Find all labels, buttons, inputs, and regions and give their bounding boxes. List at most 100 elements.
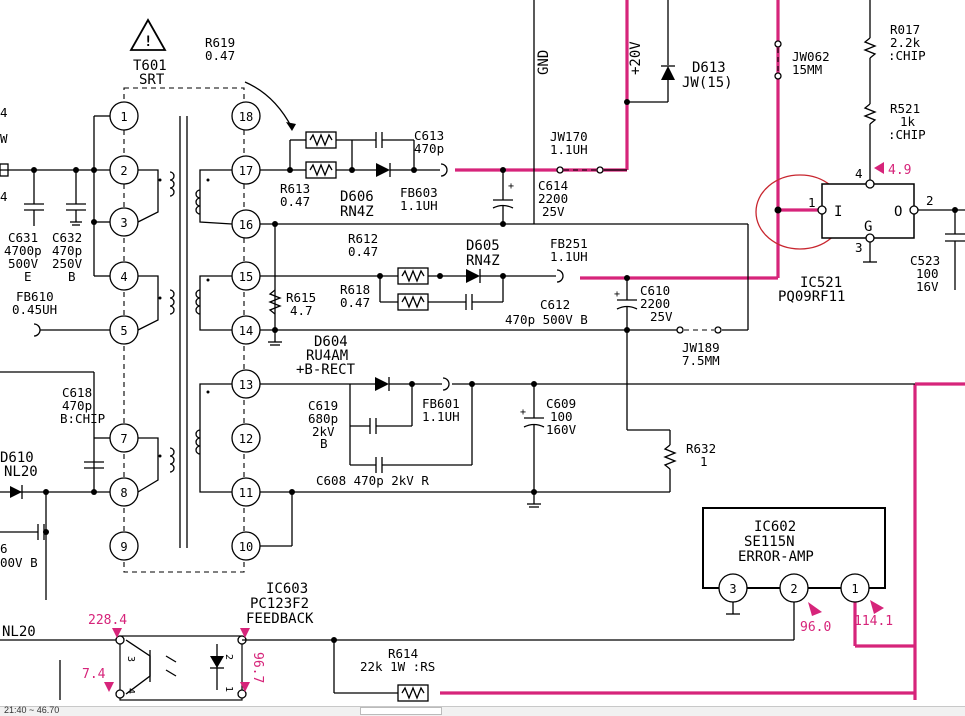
ic602-pin-3: 3 <box>729 582 736 596</box>
ic602-val: SE115N <box>744 534 795 550</box>
c619-t: B <box>320 436 328 451</box>
voltage-annotations: 4.9 228.4 7.4 96.7 96.0 114.1 <box>82 162 911 692</box>
pin-label: 16 <box>239 218 253 232</box>
c631-v: 500V <box>8 256 39 271</box>
pin-label: 13 <box>239 378 253 392</box>
pin-label: 8 <box>120 486 127 500</box>
pin-label: 3 <box>120 216 127 230</box>
r612-val: 0.47 <box>348 244 378 259</box>
c614-ref: C614 <box>538 178 568 193</box>
ic603-pin-3: 3 <box>125 656 136 662</box>
c613-ref: C613 <box>414 128 444 143</box>
fb601-val: 1.1UH <box>422 409 460 424</box>
left-w: W <box>0 131 8 146</box>
d605-val: RN4Z <box>466 253 500 269</box>
ic521-pin-i: I <box>834 204 842 220</box>
status-text: 21:40 ~ 46.70 <box>4 705 60 715</box>
r619-val: 0.47 <box>205 48 235 63</box>
c619-ref: C619 <box>308 398 338 413</box>
r521-val: 1k <box>900 114 916 129</box>
c610-val: 2200 <box>640 296 670 311</box>
ic521-ref: IC521 <box>800 275 842 291</box>
gnd-label: GND <box>536 50 552 75</box>
fb610-val: 0.45UH <box>12 302 57 317</box>
pin-label: 1 <box>120 110 127 124</box>
r615-val: 4.7 <box>290 303 313 318</box>
c631-val: 4700p <box>4 243 42 258</box>
c523-val: 100 <box>916 266 939 281</box>
r619-ref: R619 <box>205 35 235 50</box>
voltage-ic603-pin4: 7.4 <box>82 667 106 682</box>
r521-ref: R521 <box>890 101 920 116</box>
left-6: 6 <box>0 541 8 556</box>
ic602-ref: IC602 <box>754 519 796 535</box>
c609-ref: C609 <box>546 396 576 411</box>
r521-type: :CHIP <box>888 127 926 142</box>
c612-ref: C612 <box>540 297 570 312</box>
v20-label: +20V <box>628 41 644 75</box>
ic603-pin-2: 2 <box>223 654 234 660</box>
r613-ref: R613 <box>280 181 310 196</box>
ic521-pin-1: 1 <box>808 195 816 210</box>
d604-val: RU4AM <box>306 348 348 364</box>
ic521-pin-g: G <box>864 219 872 235</box>
transformer-pins-right: 18 17 16 15 14 13 12 11 10 <box>231 101 261 561</box>
ic603-ref: IC603 <box>266 581 308 597</box>
ic603-pin-1: 1 <box>223 686 234 692</box>
c610-ref: C610 <box>640 283 670 298</box>
c632-t: B <box>68 269 76 284</box>
c614-v: 25V <box>542 204 565 219</box>
d610-val: NL20 <box>4 464 38 480</box>
d613-val: JW(15) <box>682 75 733 91</box>
fb251-ref: FB251 <box>550 236 588 251</box>
left-4: 4 <box>0 189 8 204</box>
r612-ref: R612 <box>348 231 378 246</box>
nl20-label: NL20 <box>2 624 36 640</box>
jw170-ref: JW170 <box>550 129 588 144</box>
r618-ref: R618 <box>340 282 370 297</box>
d613-ref: D613 <box>692 60 726 76</box>
pin-label: 10 <box>239 540 253 554</box>
c618-val: 470p <box>62 398 92 413</box>
t601-type: SRT <box>139 72 165 88</box>
pin-label: 12 <box>239 432 253 446</box>
jw062-val: 15MM <box>792 62 822 77</box>
jw189-ref: JW189 <box>682 340 720 355</box>
fb601-ref: FB601 <box>422 396 460 411</box>
ic603-desc: FEEDBACK <box>246 611 314 627</box>
r614-val: 22k 1W :RS <box>360 659 435 674</box>
transformer-t601: ! T601 SRT <box>123 18 245 573</box>
pin-label: 4 <box>120 270 127 284</box>
c619-v: 2kV <box>312 424 335 439</box>
c523-ref: C523 <box>910 253 940 268</box>
c612-line: 470p 500V B <box>505 312 588 327</box>
jw170-val: 1.1UH <box>550 142 588 157</box>
ic521-pin-o: O <box>894 204 902 220</box>
d604-ref: D604 <box>314 334 348 350</box>
pin-label: 5 <box>120 324 127 338</box>
pin-label: 18 <box>239 110 253 124</box>
r632-val: 1 <box>700 454 708 469</box>
ic521-val: PQ09RF11 <box>778 289 845 305</box>
c632-v: 250V <box>52 256 83 271</box>
d606-ref: D606 <box>340 189 374 205</box>
d605-ref: D605 <box>466 238 500 254</box>
fb610-ref: FB610 <box>16 289 54 304</box>
c609-v: 160V <box>546 422 577 437</box>
left-00v: 00V B <box>0 555 38 570</box>
c618-type: B:CHIP <box>60 411 105 426</box>
c631-ref: C631 <box>8 230 38 245</box>
d604-desc: +B-RECT <box>296 362 356 378</box>
pin-label: 11 <box>239 486 253 500</box>
voltage-ic602-pin2: 96.0 <box>800 620 831 635</box>
r017-type: :CHIP <box>888 48 926 63</box>
c619-val: 680p <box>308 411 338 426</box>
voltage-ic603-pin3: 228.4 <box>88 613 127 628</box>
r614-ref: R614 <box>388 646 418 661</box>
jw062-ref: JW062 <box>792 49 830 64</box>
warning-icon: ! <box>129 18 167 51</box>
pin-label: 7 <box>120 432 127 446</box>
status-bar: 21:40 ~ 46.70 <box>0 705 965 716</box>
pin-label: 9 <box>120 540 127 554</box>
